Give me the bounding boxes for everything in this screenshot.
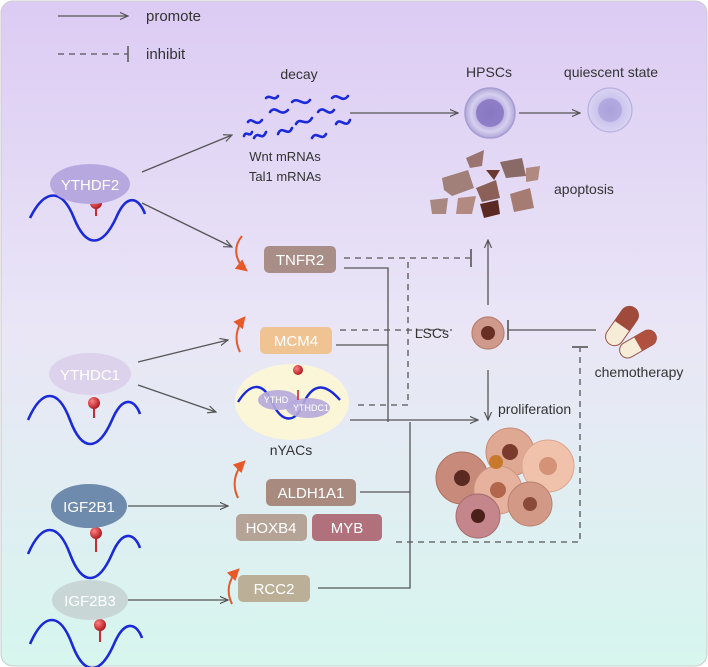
tnfr2-box (264, 246, 336, 273)
promote-arrows (128, 113, 580, 600)
m6a-site (293, 365, 303, 375)
tal1-mrna-label: Tal1 mRNAs (249, 169, 322, 184)
quiescent-cell (587, 87, 633, 133)
lscs-label: LSCs (415, 325, 449, 341)
nyacs-condensate (235, 364, 349, 440)
hoxb4-label: HOXB4 (246, 520, 297, 537)
igf2b1-group: IGF2B1 (26, 484, 142, 580)
lscs-cell (471, 316, 505, 350)
rcc2-box (238, 575, 310, 602)
nyacs-ythd-label: YTHD (264, 395, 289, 405)
igf2b1-bubble (51, 484, 127, 528)
apoptotic-fragments (430, 150, 540, 218)
rna-strand (26, 528, 142, 580)
m6a-site (88, 397, 100, 409)
igf2b3-group: IGF2B3 (28, 580, 144, 667)
ythdf2-group: YTHDF2 (28, 164, 147, 242)
legend-inhibit-label: inhibit (146, 46, 186, 63)
orange-regulation-arrows (226, 235, 248, 605)
decay-label: decay (280, 66, 317, 82)
rna-strand (26, 394, 142, 446)
aldh1a1-label: ALDH1A1 (278, 485, 345, 502)
chemotherapy-label: chemotherapy (595, 364, 684, 380)
wnt-mrna-label: Wnt mRNAs (249, 149, 321, 164)
ythdc1-group: YTHDC1 (26, 353, 142, 446)
quiescent-state-label: quiescent state (564, 64, 658, 80)
nyacs-label: nYACs (270, 442, 313, 458)
ythdf2-label: YTHDF2 (61, 177, 119, 194)
inhibit-lines (340, 257, 581, 543)
rna-strand (28, 618, 144, 667)
mcm4-label: MCM4 (274, 333, 318, 350)
hpscs-cell (464, 87, 516, 139)
myb-label: MYB (331, 520, 364, 537)
ythdc1-label: YTHDC1 (60, 367, 120, 384)
hoxb4-box (236, 514, 307, 541)
apoptosis-label: apoptosis (554, 181, 614, 197)
ythdc1-bubble (49, 353, 131, 395)
proliferating-cells (435, 427, 575, 539)
legend-promote-label: promote (146, 8, 201, 25)
igf2b3-bubble (52, 580, 128, 620)
tnfr2-label: TNFR2 (276, 252, 324, 269)
myb-box (312, 514, 382, 541)
chemotherapy-pills (605, 305, 657, 359)
igf2b1-label: IGF2B1 (63, 499, 115, 516)
nyacs-ythdc1-label: YTHDC1 (293, 403, 329, 413)
m6a-site (90, 527, 102, 539)
proliferation-label: proliferation (498, 401, 571, 417)
mrna-fragments (242, 94, 352, 140)
rcc2-label: RCC2 (254, 581, 295, 598)
aldh1a1-box (266, 479, 356, 506)
convergence-lines (318, 267, 478, 589)
legend: promote inhibit (58, 8, 201, 63)
hpscs-label: HPSCs (466, 64, 512, 80)
ythdf2-bubble (50, 164, 130, 204)
igf2b3-label: IGF2B3 (64, 593, 116, 610)
mcm4-box (260, 327, 332, 354)
m6a-site (94, 619, 106, 631)
rna-strand (28, 194, 147, 242)
